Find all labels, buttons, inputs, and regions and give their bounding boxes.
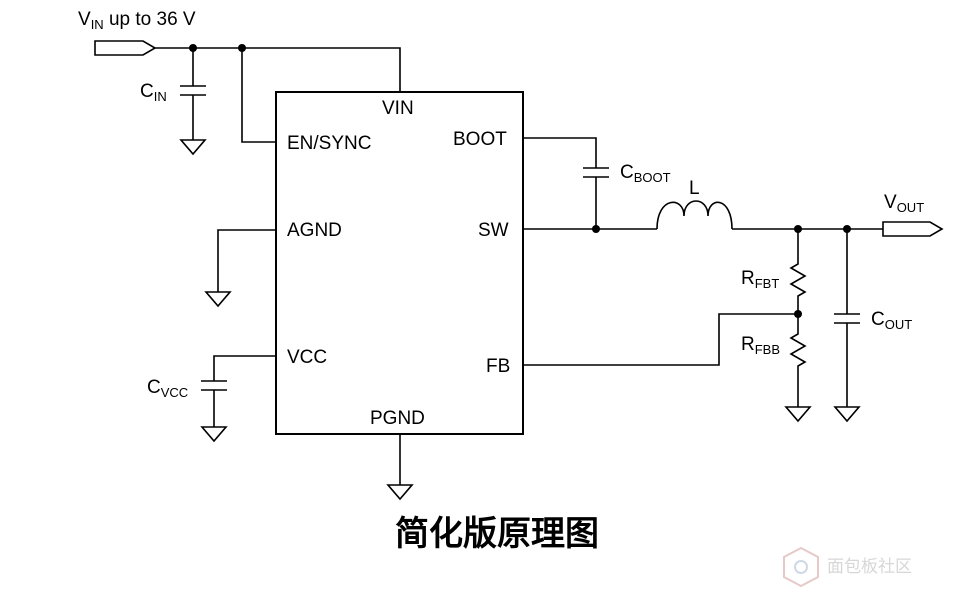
rfbb-label: RFBB bbox=[741, 334, 780, 357]
rfbb-ground-icon bbox=[784, 406, 812, 423]
fb-wire bbox=[523, 313, 798, 366]
cout-ground-icon bbox=[833, 406, 861, 423]
hexagon-logo-icon bbox=[783, 546, 819, 588]
cout-capacitor bbox=[834, 229, 860, 407]
pin-vin: VIN bbox=[382, 98, 414, 119]
cvcc-capacitor bbox=[201, 355, 276, 427]
pin-vcc: VCC bbox=[287, 347, 327, 368]
pin-pgnd: PGND bbox=[370, 408, 425, 429]
pin-boot: BOOT bbox=[453, 129, 507, 150]
inductor-label: L bbox=[689, 178, 700, 199]
inductor-coil bbox=[656, 200, 733, 230]
cin-ground-icon bbox=[179, 139, 207, 156]
en-sync-wire bbox=[241, 48, 276, 143]
junction-sw bbox=[592, 225, 600, 233]
pgnd-ground-icon bbox=[386, 484, 414, 501]
rfbt-resistor bbox=[789, 229, 807, 314]
cboot-capacitor bbox=[523, 137, 609, 229]
rfbb-resistor bbox=[789, 314, 807, 407]
cin-label: CIN bbox=[140, 81, 167, 104]
cvcc-label: CVCC bbox=[147, 377, 188, 400]
pin-sw: SW bbox=[478, 220, 509, 241]
cout-label: COUT bbox=[871, 309, 912, 332]
diagram-caption: 简化版原理图 bbox=[395, 514, 599, 554]
vin-connector bbox=[94, 40, 157, 56]
rfbt-label: RFBT bbox=[741, 268, 779, 291]
agnd-wire bbox=[217, 229, 276, 292]
vout-connector bbox=[882, 221, 944, 237]
watermark-text: 面包板社区 bbox=[827, 557, 912, 577]
pin-agnd: AGND bbox=[287, 220, 342, 241]
pin-fb: FB bbox=[486, 356, 510, 377]
vin-wire bbox=[155, 47, 401, 92]
cin-capacitor bbox=[180, 48, 206, 140]
pin-en-sync: EN/SYNC bbox=[287, 133, 371, 154]
vin-label: VIN up to 36 V bbox=[78, 9, 196, 32]
vout-label: VOUT bbox=[884, 192, 924, 215]
agnd-ground-icon bbox=[204, 291, 232, 308]
cboot-label: CBOOT bbox=[620, 162, 671, 185]
cvcc-ground-icon bbox=[200, 426, 228, 443]
